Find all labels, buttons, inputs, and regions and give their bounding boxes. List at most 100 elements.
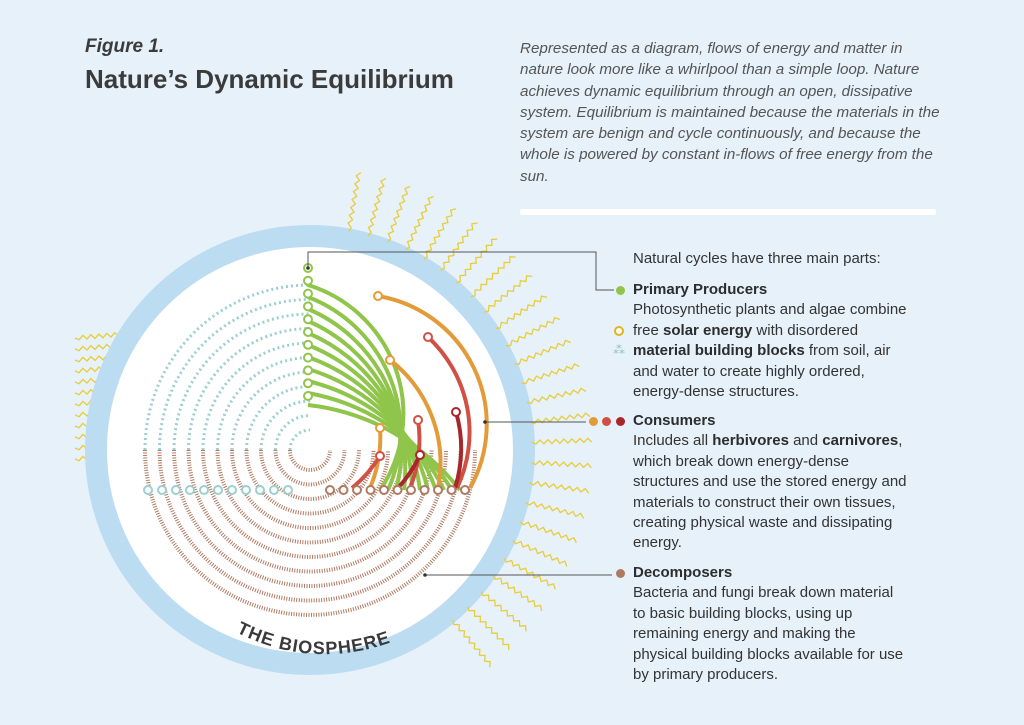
text: structures and use the stored energy and <box>633 473 907 491</box>
producer-node <box>303 327 313 337</box>
producer-node <box>303 301 313 312</box>
text: which break down energy-dense <box>633 452 849 470</box>
producers-line: energy-dense structures. <box>633 382 963 402</box>
material-node <box>241 485 251 495</box>
producers-line: Photosynthetic plants and algae combine <box>633 300 963 320</box>
cycle-arcs <box>143 283 489 617</box>
producers-line: and water to create highly ordered, <box>633 362 963 382</box>
solar-ray-outflow <box>440 222 478 271</box>
material-arc <box>187 327 311 451</box>
solar-ray-outflow <box>519 521 577 544</box>
decomposer-node <box>406 485 416 495</box>
decomposer-node <box>365 485 376 495</box>
solar-ray-outflow <box>386 185 411 243</box>
solar-ray-outflow <box>452 619 491 668</box>
solar-ray-outflow <box>466 606 510 651</box>
legend-intro: Natural cycles have three main parts: <box>633 250 881 267</box>
producer-node <box>303 391 313 401</box>
decomposer-node <box>379 485 389 495</box>
consumer-arc <box>377 294 489 489</box>
solar-ray-outflow <box>512 539 568 567</box>
herbivore-dot-icon <box>589 417 598 426</box>
solar-ray-outflow <box>506 316 561 347</box>
figure-title: Nature’s Dynamic Equilibrium <box>85 64 454 94</box>
decomposers-line: Bacteria and fungi break down material <box>633 584 894 602</box>
consumer-node <box>423 332 433 342</box>
producer-arc <box>307 319 408 491</box>
consumer-node <box>373 291 383 301</box>
material-node <box>255 485 265 495</box>
bold-term: solar energy <box>663 321 753 339</box>
producers-line: material building blocks from soil, air <box>633 341 963 361</box>
text: and <box>788 432 823 450</box>
solar-ray-outflow <box>521 363 580 385</box>
producers-line: free solar energy with disordered <box>633 321 963 341</box>
decomposers-line: physical building blocks available for u… <box>633 645 904 663</box>
material-node <box>227 485 237 495</box>
solar-ray-outflow <box>526 387 587 405</box>
consumers-line: structures and use the stored energy and <box>633 472 963 492</box>
bold-term: herbivores <box>712 432 789 450</box>
consumers-line: creating physical waste and dissipating <box>633 513 963 533</box>
text: energy. <box>633 534 682 552</box>
producer-node <box>303 365 313 376</box>
consumer-node <box>385 355 395 365</box>
producer-arc <box>307 367 438 491</box>
consumers-title: Consumers <box>633 412 716 429</box>
solar-ray-outflow <box>495 295 548 330</box>
top-carnivore-dot-icon <box>616 417 625 426</box>
solar-ray-outflow <box>530 412 591 425</box>
decomposer-node <box>325 485 335 495</box>
solar-ray-outflow <box>455 238 498 284</box>
decomposer-node <box>338 485 349 495</box>
solar-ray-outflow <box>531 437 593 445</box>
consumers-line: which break down energy-dense <box>633 452 963 472</box>
text: Photosynthetic plants and algae combine <box>633 301 907 319</box>
solar-ray-outflow <box>531 459 592 469</box>
consumer-arc <box>388 358 443 489</box>
solar-ray-outflow <box>423 208 457 260</box>
material-node <box>199 485 209 495</box>
text: free <box>633 321 664 339</box>
material-node <box>283 485 293 495</box>
material-arc <box>201 341 311 451</box>
producer-arc <box>307 307 404 491</box>
material-node <box>185 485 195 495</box>
material-arc <box>172 312 311 451</box>
solar-ray-outflow <box>480 591 527 632</box>
producer-node <box>303 288 313 299</box>
decomposers-line: remaining energy and making the <box>633 625 856 643</box>
bold-term: carnivores <box>822 432 899 450</box>
producer-node <box>303 314 313 325</box>
producer-arc <box>307 379 446 491</box>
intro-paragraph: Represented as a diagram, flows of energ… <box>520 40 940 185</box>
text: and water to create highly ordered, <box>633 362 865 380</box>
decomposer-dot-icon <box>616 569 625 578</box>
decomposer-node <box>392 485 403 495</box>
solar-ray-outflow <box>347 172 362 232</box>
decomposer-arc <box>244 449 376 516</box>
producers-leader <box>307 251 614 291</box>
solar-ray-outflow <box>492 575 543 612</box>
solar-ray-outflow <box>525 501 585 519</box>
producer-dot-icon <box>616 286 625 295</box>
solar-energy-rays-right <box>347 172 593 668</box>
consumer-node <box>375 451 385 461</box>
producers-title: Primary Producers <box>633 281 768 298</box>
material-arc <box>230 370 311 451</box>
consumers-line: Includes all herbivores and carnivores, <box>633 431 963 451</box>
material-node <box>269 485 279 495</box>
material-arc <box>274 414 311 451</box>
producer-node <box>303 339 313 350</box>
material-node <box>171 485 181 495</box>
consumers-description: Includes all herbivores and carnivores,w… <box>633 431 963 553</box>
consumer-node <box>415 450 425 460</box>
text: Includes all <box>633 432 713 450</box>
text: with disordered <box>752 321 859 339</box>
material-arc <box>288 428 311 451</box>
text: materials to construct their own tissues… <box>633 493 896 511</box>
material-node <box>213 485 223 495</box>
producers-description: Photosynthetic plants and algae combine f… <box>633 300 963 402</box>
producer-arc <box>307 403 462 492</box>
